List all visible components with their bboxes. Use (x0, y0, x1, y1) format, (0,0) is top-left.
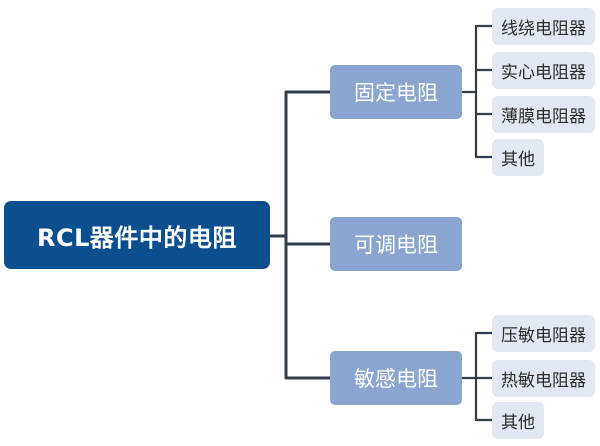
root-connector (268, 90, 332, 380)
leaf-node-wirewound: 线绕电阻器 (492, 8, 595, 45)
branch-3-connector (460, 331, 494, 422)
leaf-node-thermistor: 热敏电阻器 (492, 360, 595, 397)
leaf-node-fixed-other: 其他 (492, 139, 544, 176)
branch-node-adjustable-resistor: 可调电阻 (330, 217, 462, 271)
branch-node-fixed-resistor: 固定电阻 (330, 65, 462, 119)
leaf-node-film: 薄膜电阻器 (492, 96, 595, 133)
leaf-node-solid: 实心电阻器 (492, 52, 595, 89)
root-node: RCL器件中的电阻 (4, 201, 270, 269)
branch-1-connector (460, 24, 494, 159)
leaf-node-sensitive-other: 其他 (492, 402, 544, 439)
branch-node-sensitive-resistor: 敏感电阻 (330, 351, 462, 405)
leaf-node-varistor: 压敏电阻器 (492, 315, 595, 352)
